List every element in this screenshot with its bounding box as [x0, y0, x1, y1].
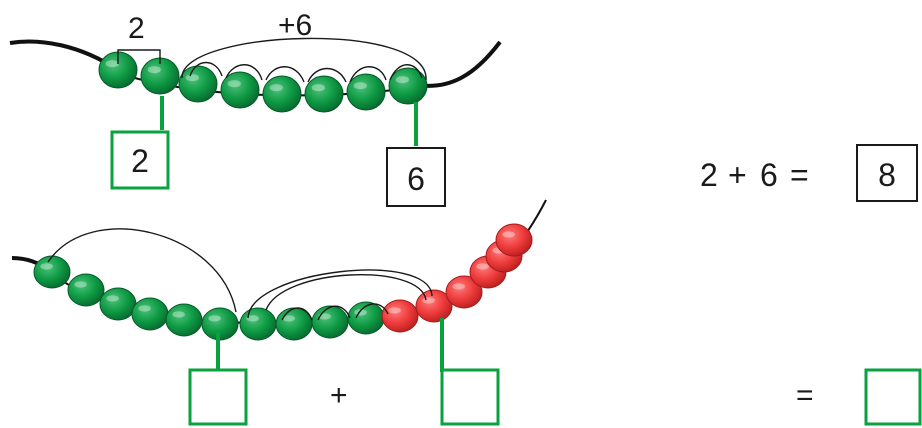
top-jump-label-plus6: +6	[278, 9, 312, 42]
equation-answer: 8	[878, 157, 896, 193]
bottom-green-bead-2	[67, 273, 105, 307]
hop-4	[307, 67, 347, 83]
bottom-green-bead-5	[165, 303, 203, 337]
bottom-box-left[interactable]	[188, 368, 248, 426]
equation-right: 6	[760, 157, 778, 193]
bottom-plus: +	[330, 379, 348, 412]
equation-answer-box	[856, 144, 918, 202]
bottom-hop-2	[317, 305, 351, 321]
top-bead-3	[178, 65, 218, 103]
top-string-right	[415, 40, 502, 88]
hop-1	[189, 61, 223, 77]
top-box-left-value: 2	[131, 143, 149, 179]
hop-2	[225, 64, 263, 81]
arc-next-four-b	[265, 274, 427, 311]
top-bead-6	[304, 75, 344, 113]
arc-first-two	[117, 49, 161, 64]
equation-operator: +	[728, 157, 747, 193]
bottom-green-bead-8	[275, 307, 313, 341]
arc-next-four	[247, 269, 433, 319]
hop-3	[265, 66, 305, 83]
equation: 2 + 6 = 8	[700, 144, 918, 202]
bottom-red-bead-3	[445, 275, 483, 309]
arc-first-six	[47, 228, 237, 313]
top-bead-8	[388, 67, 428, 105]
bottom-green-bead-1	[33, 255, 71, 289]
bottom-beads	[33, 223, 533, 341]
bottom-hop-1	[281, 307, 313, 321]
hop-6	[389, 64, 423, 81]
bottom-red-bead-1	[381, 299, 419, 333]
top-box-right-value: 6	[407, 161, 425, 197]
top-bead-7	[346, 73, 386, 111]
top-box-right	[386, 147, 446, 207]
top-jump-label-2: 2	[128, 12, 145, 45]
bottom-red-bead-6	[495, 223, 533, 257]
top-box-left	[110, 130, 170, 190]
bottom-green-bead-3	[99, 287, 137, 321]
bottom-green-bead-10	[347, 301, 385, 335]
bottom-box-right[interactable]	[440, 368, 500, 426]
bottom-green-bead-4	[131, 297, 169, 331]
equation-equals: =	[790, 157, 809, 193]
bottom-hop-3	[355, 303, 389, 319]
top-jump-arcs	[117, 37, 427, 83]
top-bead-4	[220, 71, 260, 109]
bottom-green-bead-7	[239, 307, 277, 341]
bottom-green-bead-9	[311, 305, 349, 339]
bottom-equals: =	[796, 379, 814, 412]
hop-5	[349, 66, 387, 83]
arc-plus-six	[181, 37, 427, 81]
bottom-jump-arcs	[47, 228, 433, 321]
bottom-answer-box[interactable]	[864, 368, 922, 426]
top-beads	[98, 51, 428, 113]
equation-left: 2	[700, 157, 718, 193]
top-bead-5	[262, 75, 302, 113]
